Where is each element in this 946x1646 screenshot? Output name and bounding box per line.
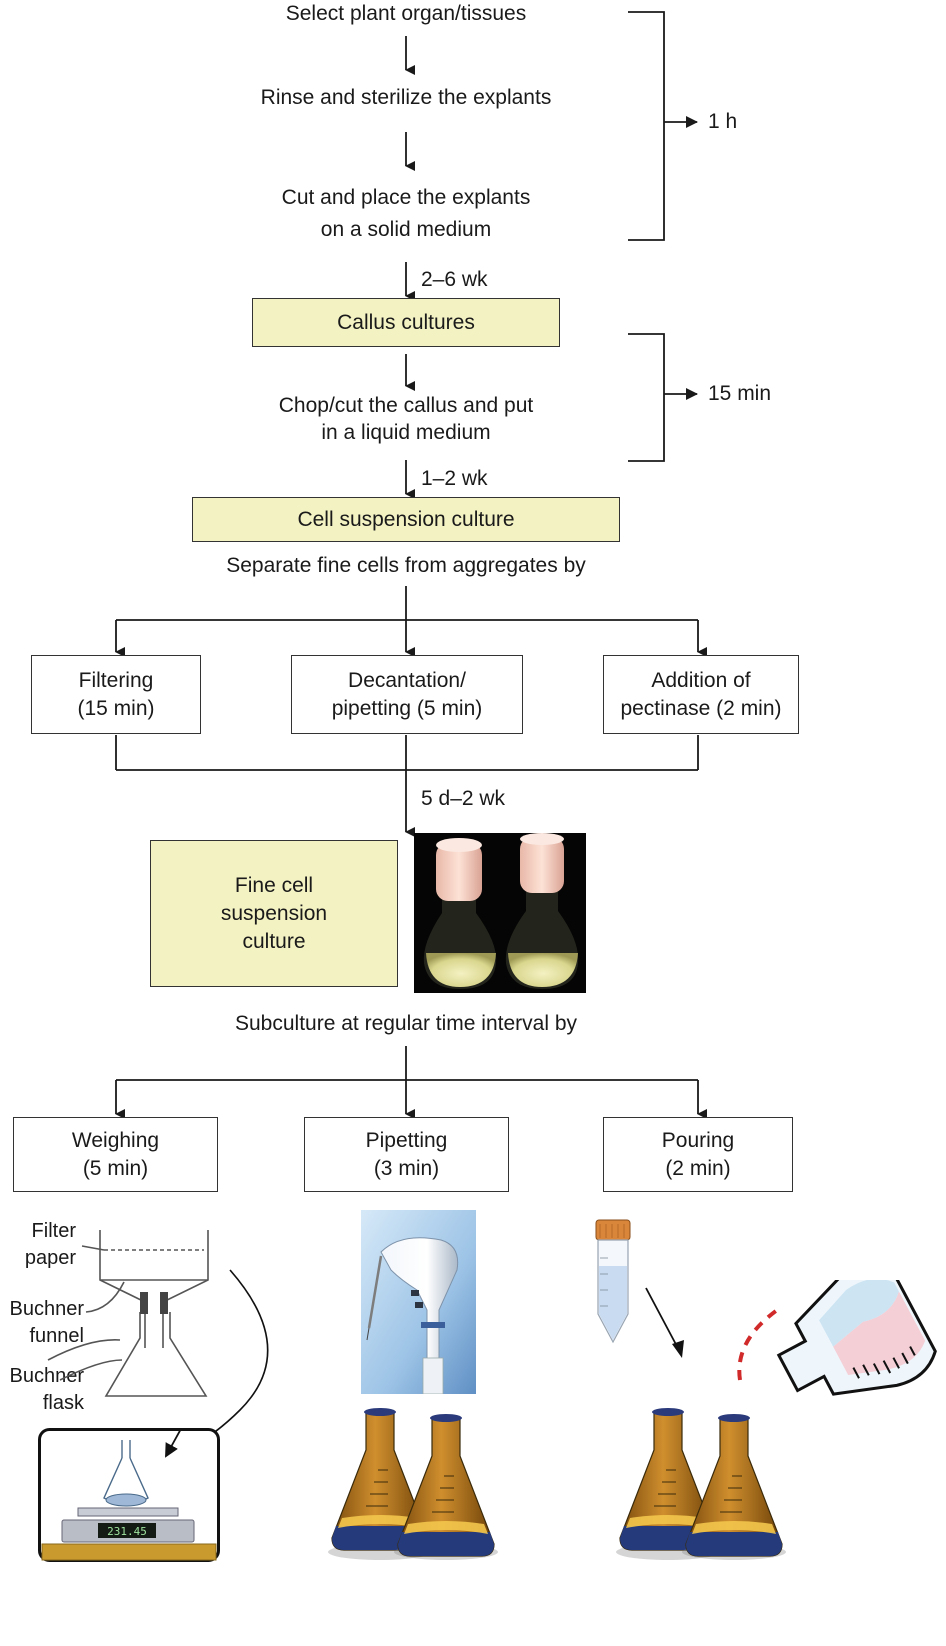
pipetting-time: (3 min): [373, 1156, 440, 1180]
cell-suspension-label: Cell suspension culture: [297, 507, 515, 531]
flask-photo: [414, 833, 586, 993]
pipetting-label: Pipetting: [365, 1128, 448, 1152]
pouring-time: (2 min): [665, 1156, 731, 1180]
pectinase-time: pectinase (2 min): [620, 696, 782, 720]
pipetting-box: Pipetting (3 min): [304, 1117, 509, 1192]
filtering-time: (15 min): [77, 696, 155, 720]
pouring-label: Pouring: [661, 1128, 735, 1152]
decantation-time: pipetting (5 min): [331, 696, 483, 720]
fine-cell-label-1: Fine cell: [234, 873, 314, 897]
step-cut-line1: Cut and place the explants: [281, 186, 531, 209]
pectinase-label: Addition of: [651, 668, 751, 692]
duration-15min: 15 min: [708, 382, 772, 405]
duration-1h: 1 h: [708, 110, 738, 133]
decantation-label: Decantation/: [348, 668, 466, 692]
duration-to-suspension: 1–2 wk: [421, 467, 488, 490]
duration-to-callus: 2–6 wk: [421, 268, 488, 291]
step-cut-line2: on a solid medium: [320, 218, 492, 241]
step-rinse: Rinse and sterilize the explants: [260, 86, 552, 109]
filter-paper-label-2: paper: [24, 1247, 76, 1269]
step-select: Select plant organ/tissues: [285, 2, 527, 25]
subculture-label: Subculture at regular time interval by: [235, 1012, 577, 1035]
buchner-funnel-label-2: funnel: [29, 1325, 85, 1347]
step-chop-line2: in a liquid medium: [321, 421, 491, 444]
fine-cell-label-2: suspension: [220, 901, 328, 925]
pouring-box: Pouring (2 min): [603, 1117, 793, 1192]
fine-cell-box: Fine cell suspension culture: [150, 840, 398, 987]
callus-box: Callus cultures: [252, 298, 560, 347]
pouring-flasks: [616, 1408, 786, 1560]
filtering-box: Filtering (15 min): [31, 655, 201, 734]
cell-suspension-box: Cell suspension culture: [192, 497, 620, 542]
pectinase-box: Addition of pectinase (2 min): [603, 655, 799, 734]
pouring-beaker: [645, 1280, 937, 1396]
buchner-funnel-label-1: Buchner: [9, 1298, 85, 1320]
balance-icon: 231.45: [38, 1428, 220, 1562]
filter-paper-label-1: Filter: [31, 1220, 76, 1242]
separate-label: Separate fine cells from aggregates by: [226, 554, 586, 577]
callus-label: Callus cultures: [337, 310, 475, 334]
bracket-1h: [628, 11, 665, 241]
filtering-label: Filtering: [78, 668, 154, 692]
bracket-15min: [628, 333, 665, 462]
centrifuge-tube: [595, 1219, 631, 1344]
decantation-box: Decantation/pipetting (5 min): [291, 655, 523, 734]
balance-readout: 231.45: [107, 1525, 147, 1538]
step-chop-line1: Chop/cut the callus and put: [278, 394, 534, 417]
weighing-box: Weighing (5 min): [13, 1117, 218, 1192]
erlenmeyer-flasks: [328, 1408, 498, 1560]
weighing-time: (5 min): [82, 1156, 149, 1180]
buchner-flask-label-1: Buchner: [9, 1365, 85, 1387]
weighing-label: Weighing: [71, 1128, 160, 1152]
buchner-flask-label-2: flask: [42, 1392, 84, 1414]
pipette-photo: [361, 1210, 476, 1394]
buchner-apparatus: [47, 1230, 269, 1450]
duration-to-fine: 5 d–2 wk: [421, 787, 506, 810]
fine-cell-label-3: culture: [242, 929, 306, 953]
